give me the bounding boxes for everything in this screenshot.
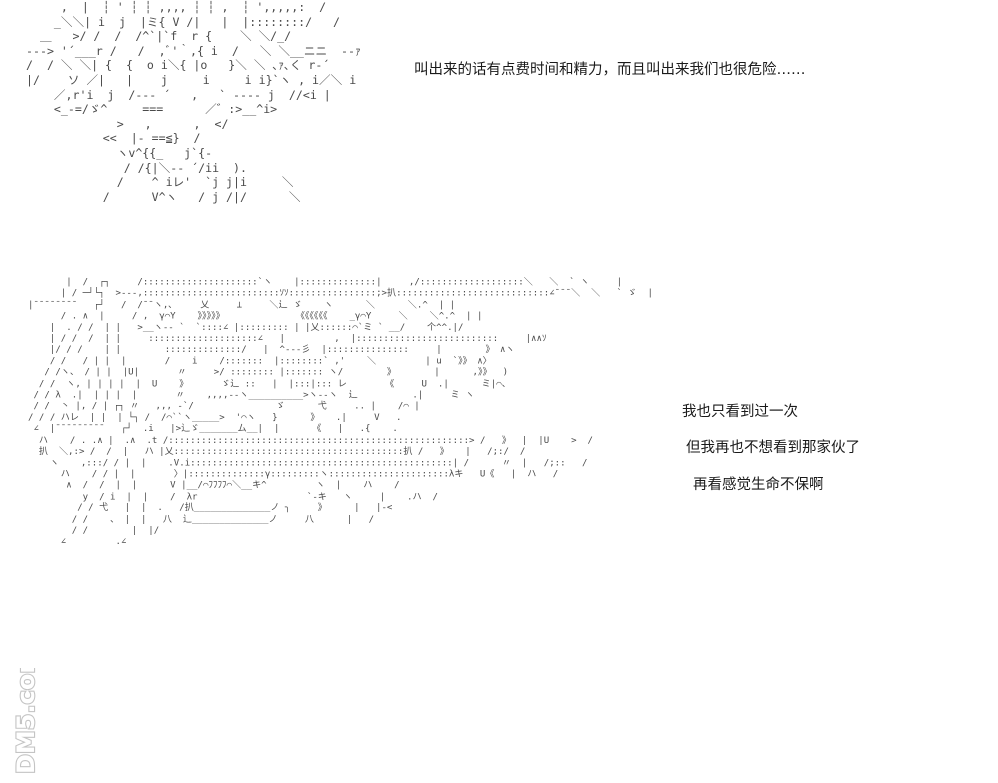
dialogue-line-3: 但我再也不想看到那家伙了 (686, 440, 860, 456)
dialogue-line-2: 我也只看到过一次 (682, 404, 798, 420)
ascii-art-top-figure: , | ┆ ' ┆ ┆ ,,,, ┆ ┆ , ┆ ',,,,,: / _＼＼| … (26, 0, 361, 204)
watermark-text: DM5.com (12, 668, 40, 774)
dialogue-line-1: 叫出来的话有点费时间和精力，而且叫出来我们也很危险…… (414, 62, 806, 78)
ascii-art-bottom-figure: | / ┌┐ /:::::::::::::::::::::`ヽ |:::::::… (28, 276, 653, 547)
dialogue-line-4: 再看感觉生命不保啊 (693, 477, 824, 493)
dm5-watermark-logo: DM5.com (11, 668, 41, 775)
